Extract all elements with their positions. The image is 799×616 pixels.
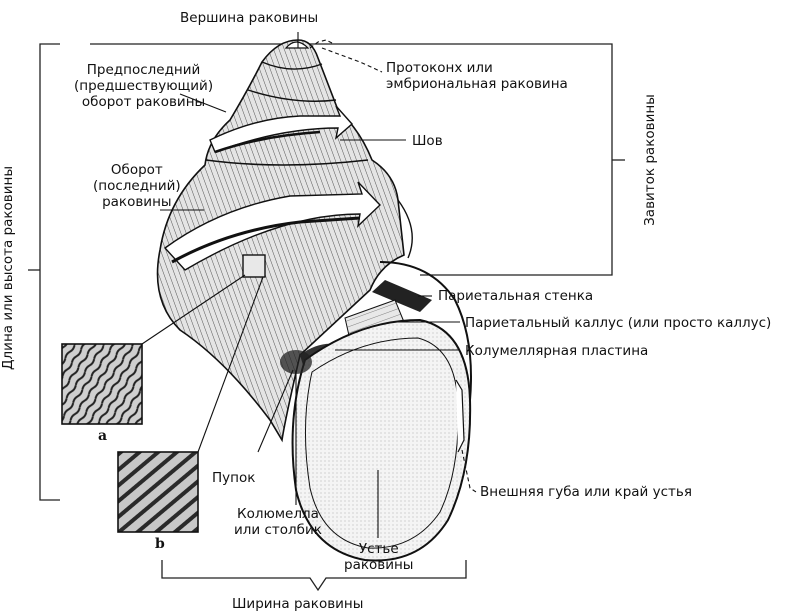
inset-label-a: a (98, 428, 107, 444)
label-suture: Шов (412, 133, 443, 149)
width-bracket (162, 560, 466, 590)
label-penultimate-whorl: Предпоследний (предшествующий) оборот ра… (74, 62, 213, 110)
label-parietal-wall: Париетальная стенка (438, 288, 593, 304)
label-spire: Завиток раковины (642, 80, 658, 240)
label-columellar-plate: Колумеллярная пластина (465, 343, 648, 359)
label-protoconch: Протоконх или эмбриональная раковина (386, 60, 568, 92)
inset-a-square (62, 344, 142, 424)
label-parietal-callus: Париетальный каллус (или просто каллус) (465, 315, 771, 331)
label-aperture: Устье раковины (344, 541, 413, 573)
shell-body (158, 40, 472, 561)
length-bracket (40, 44, 60, 500)
label-body-whorl: Оборот (последний) раковины (93, 162, 181, 210)
inset-b-square (118, 452, 198, 532)
label-umbilicus: Пупок (212, 470, 255, 486)
label-columella: Колюмелла или столбик (234, 506, 322, 538)
label-outer-lip: Внешняя губа или край устья (480, 484, 692, 500)
inset-label-b: b (155, 536, 165, 552)
label-length: Длина или высота раковины (0, 170, 16, 370)
label-apex: Вершина раковины (180, 10, 318, 26)
label-width: Ширина раковины (232, 596, 363, 612)
